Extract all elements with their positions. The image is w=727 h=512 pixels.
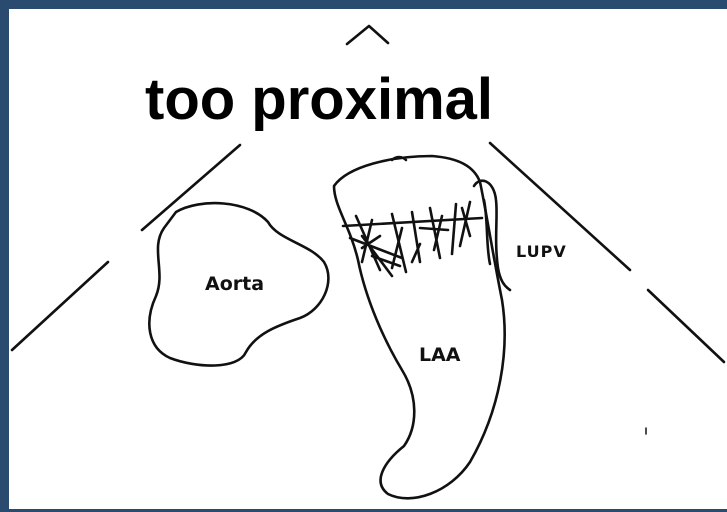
lupv-outline: [474, 181, 510, 290]
device-strut: [452, 204, 456, 254]
lupv-label: LUPV: [516, 242, 567, 261]
sector-right-edge-lower: [648, 290, 724, 362]
aorta-label: Aorta: [205, 273, 264, 295]
diagram-canvas: Aorta LAA LUPV too proximal: [9, 9, 727, 509]
sector-apex: [347, 26, 388, 44]
page-title: too proximal: [145, 67, 493, 132]
occlusion-device: [343, 202, 482, 276]
sector-left-edge-lower: [12, 262, 108, 350]
sector-left-edge-upper: [142, 145, 240, 230]
laa-outline: [334, 156, 505, 498]
device-strut: [420, 228, 448, 230]
laa-label: LAA: [419, 344, 461, 366]
